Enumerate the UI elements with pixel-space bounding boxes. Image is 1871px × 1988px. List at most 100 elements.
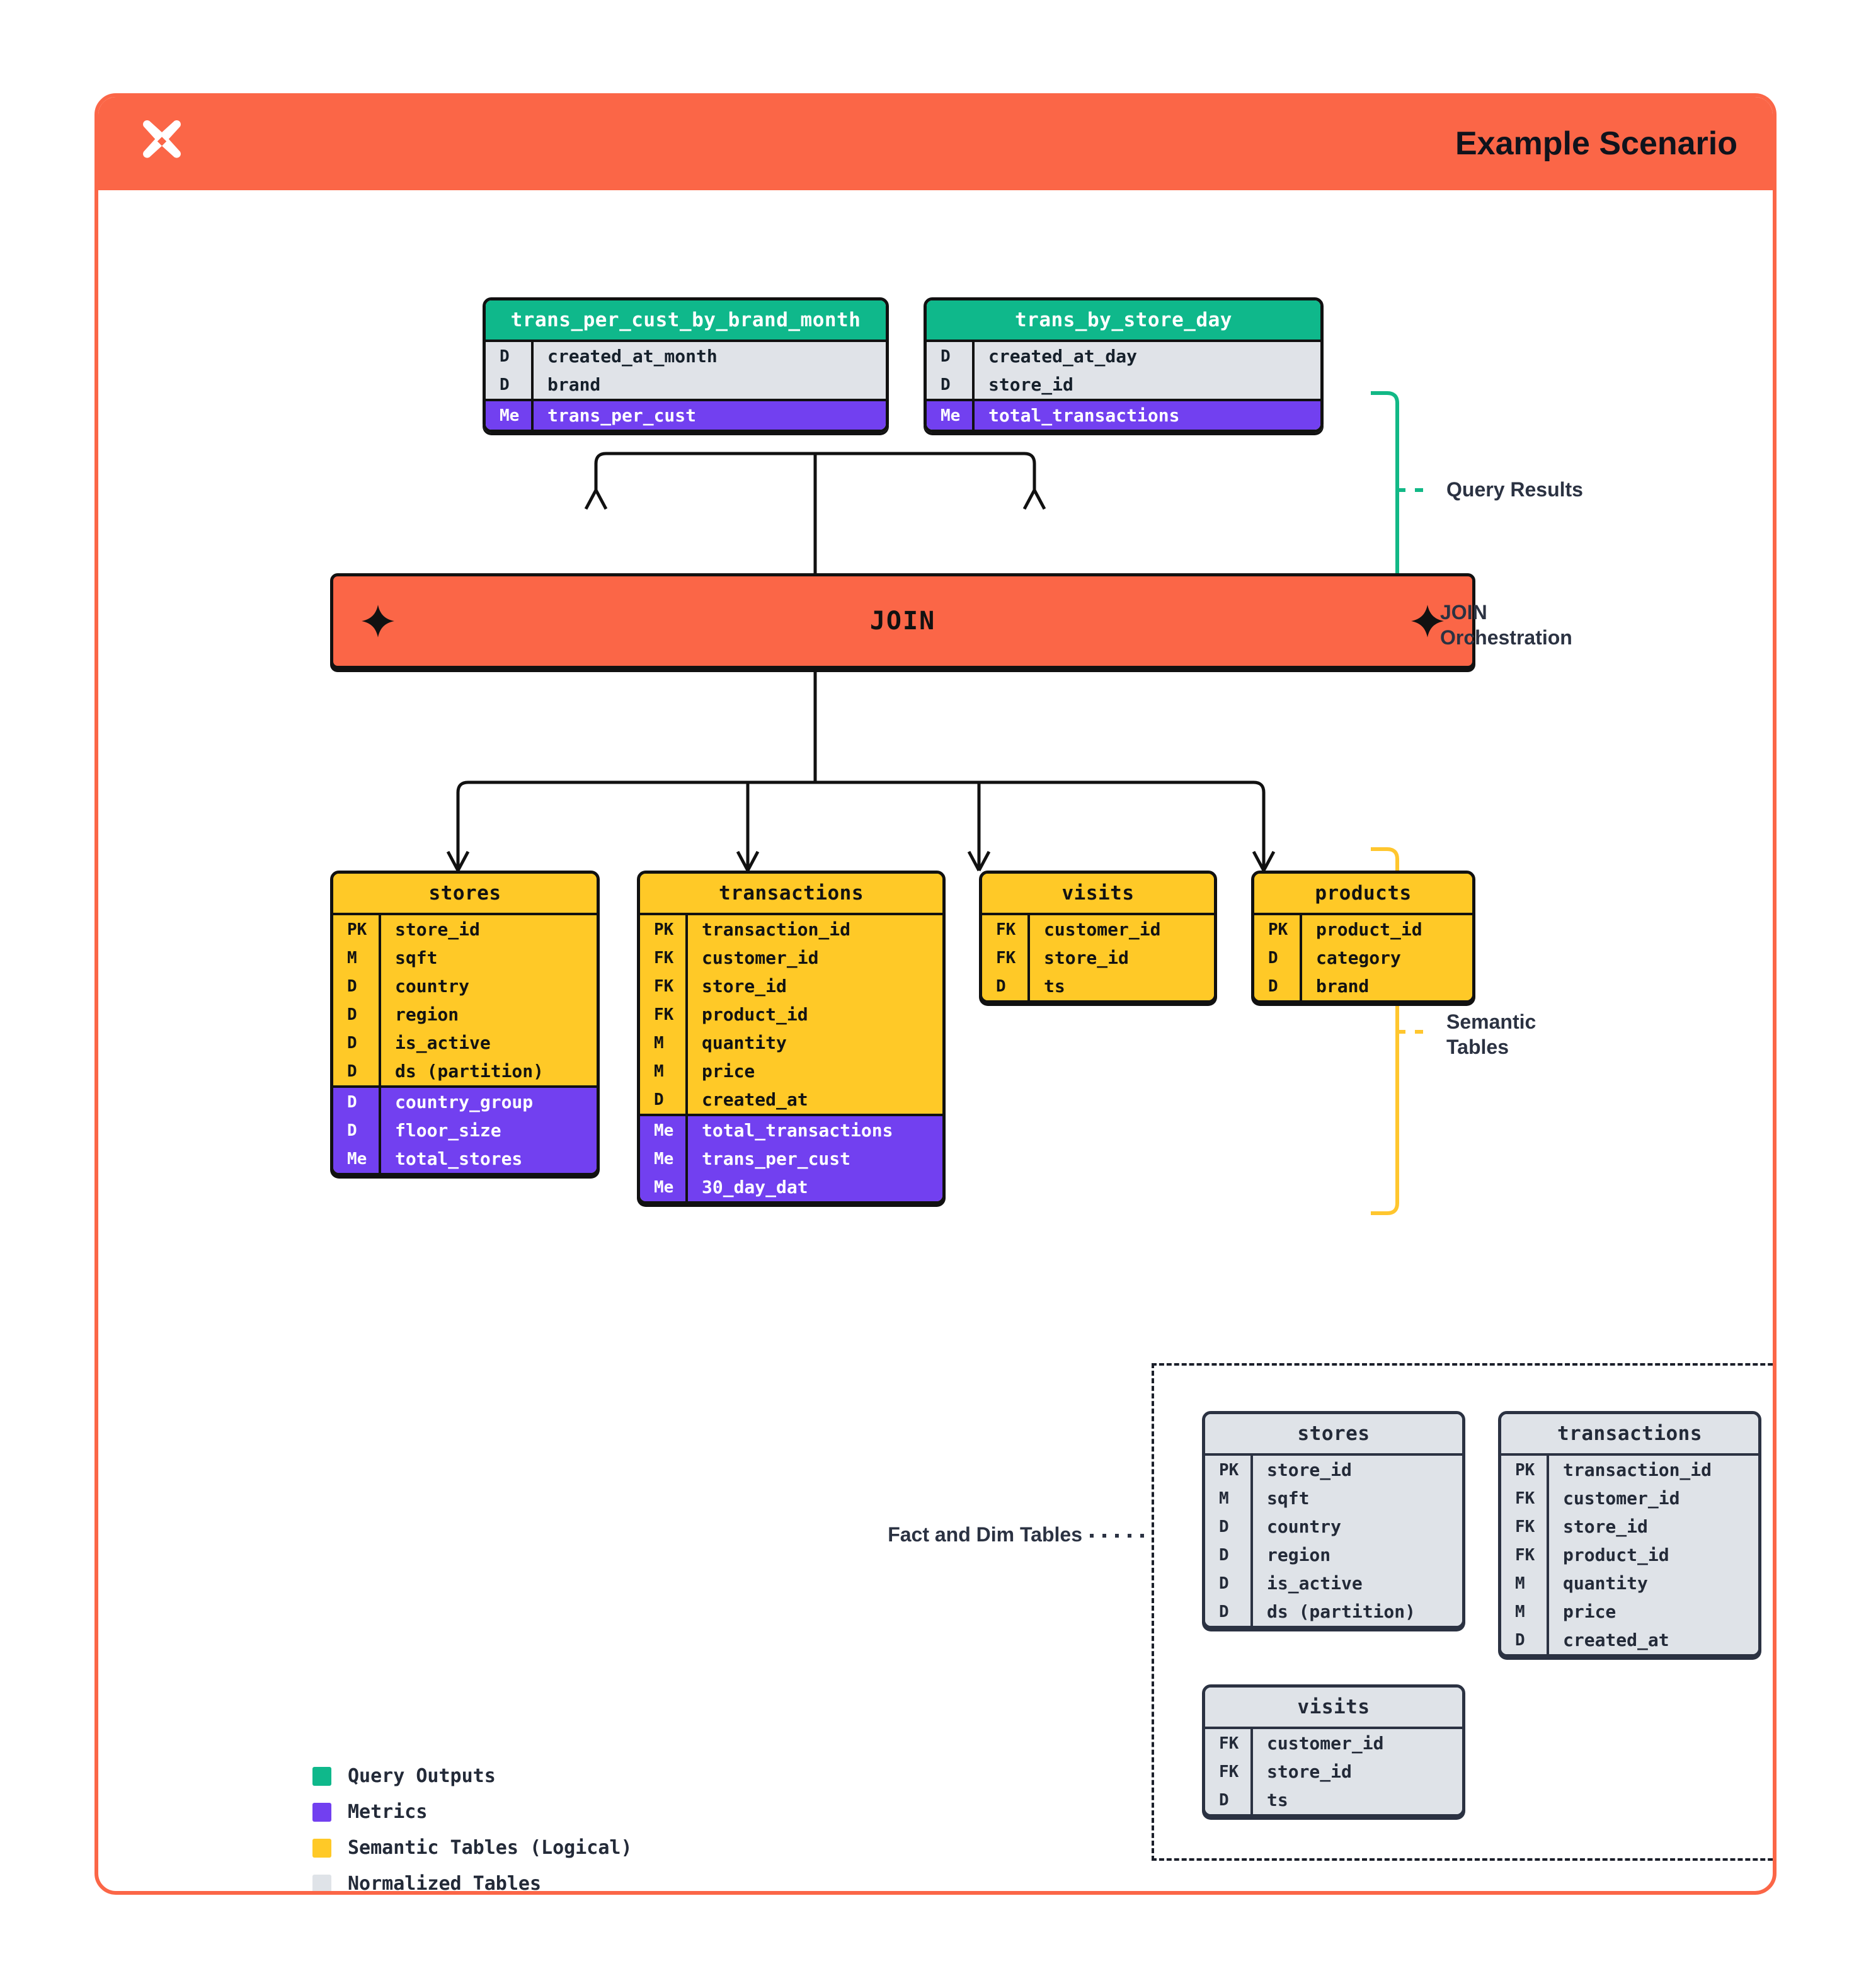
column-kind: FK — [654, 976, 674, 996]
column-field: store_id — [685, 972, 942, 1000]
table-row: Me total_transactions — [927, 401, 1320, 430]
table-row: D created_at_month — [486, 342, 886, 370]
join-orchestration-bar[interactable]: JOIN — [330, 573, 1475, 669]
column-field: customer_id — [685, 944, 942, 972]
table-row: PK product_id — [1254, 915, 1472, 944]
column-field: store_id — [972, 370, 1320, 399]
column-field: price — [685, 1057, 942, 1085]
fact-dim-group-boundary — [1152, 1363, 1773, 1861]
column-kind: D — [1219, 1602, 1229, 1621]
column-kind: D — [1268, 948, 1278, 968]
table-metric-group: Me total_transactions — [927, 399, 1320, 430]
sparkle-icon — [361, 604, 395, 638]
query-output-table[interactable]: trans_by_store_day D created_at_day D st… — [924, 297, 1324, 433]
column-field: region — [379, 1000, 597, 1029]
column-kind: FK — [654, 1005, 674, 1024]
column-kind: PK — [1268, 920, 1288, 939]
column-field: brand — [531, 370, 886, 399]
legend-label: Normalized Tables — [348, 1873, 542, 1895]
column-kind: M — [1515, 1602, 1525, 1621]
column-kind: PK — [654, 920, 674, 939]
table-dimension-group: D created_at_day D store_id — [927, 340, 1320, 399]
table-caption: stores — [333, 874, 597, 913]
annotation-fact-and-dim: Fact and Dim Tables — [888, 1523, 1082, 1546]
column-kind: D — [347, 1005, 357, 1024]
column-kind: M — [1219, 1488, 1229, 1508]
column-kind: D — [347, 976, 357, 996]
column-kind: Me — [654, 1121, 674, 1140]
table-caption: trans_per_cust_by_brand_month — [486, 300, 886, 340]
column-field: total_transactions — [972, 401, 1320, 430]
column-kind: FK — [1219, 1734, 1239, 1753]
table-caption: transactions — [640, 874, 942, 913]
table-row: D store_id — [927, 370, 1320, 399]
column-field: product_id — [1300, 915, 1472, 944]
column-field: category — [1300, 944, 1472, 972]
legend-item-metrics: Metrics — [312, 1801, 632, 1823]
column-field: sqft — [379, 944, 597, 972]
annotation-semantic-line2: Tables — [1446, 1036, 1509, 1058]
column-field: created_at_month — [531, 342, 886, 370]
column-field: quantity — [685, 1029, 942, 1057]
column-field: is_active — [1250, 1569, 1462, 1597]
join-label: JOIN — [869, 607, 936, 636]
column-kind: M — [654, 1061, 664, 1081]
column-field: total_transactions — [685, 1116, 942, 1145]
card-header: Example Scenario — [98, 97, 1773, 190]
legend-label: Metrics — [348, 1801, 428, 1823]
table-caption: visits — [982, 874, 1214, 913]
column-kind: FK — [1219, 1762, 1239, 1781]
table-metric-group: Me trans_per_cust — [486, 399, 886, 430]
annotation-semantic-tables: Semantic Tables — [1446, 1009, 1536, 1060]
column-field: ds (partition) — [379, 1057, 597, 1085]
column-kind: M — [347, 948, 357, 968]
column-kind: D — [1219, 1545, 1229, 1565]
table-row: FK customer_id — [640, 944, 942, 972]
column-field: country — [1250, 1512, 1462, 1541]
column-kind: D — [941, 375, 951, 394]
query-output-table[interactable]: trans_per_cust_by_brand_month D created_… — [483, 297, 889, 433]
column-field: customer_id — [1027, 915, 1214, 944]
column-kind: FK — [654, 948, 674, 968]
legend-label: Query Outputs — [348, 1765, 496, 1787]
annotation-join-line1: JOIN — [1440, 601, 1487, 624]
query-results-bracket — [1371, 391, 1399, 588]
column-field: sqft — [1250, 1484, 1462, 1512]
column-field: created_at — [685, 1085, 942, 1114]
column-kind: D — [500, 375, 510, 394]
connector-wires — [446, 391, 1433, 1538]
column-field: floor_size — [379, 1116, 597, 1145]
legend-label: Semantic Tables (Logical) — [348, 1837, 632, 1859]
table-caption: transactions — [1501, 1414, 1758, 1453]
column-field: trans_per_cust — [531, 401, 886, 430]
table-row: Me trans_per_cust — [486, 401, 886, 430]
column-field: product_id — [685, 1000, 942, 1029]
table-caption: trans_by_store_day — [927, 300, 1320, 340]
